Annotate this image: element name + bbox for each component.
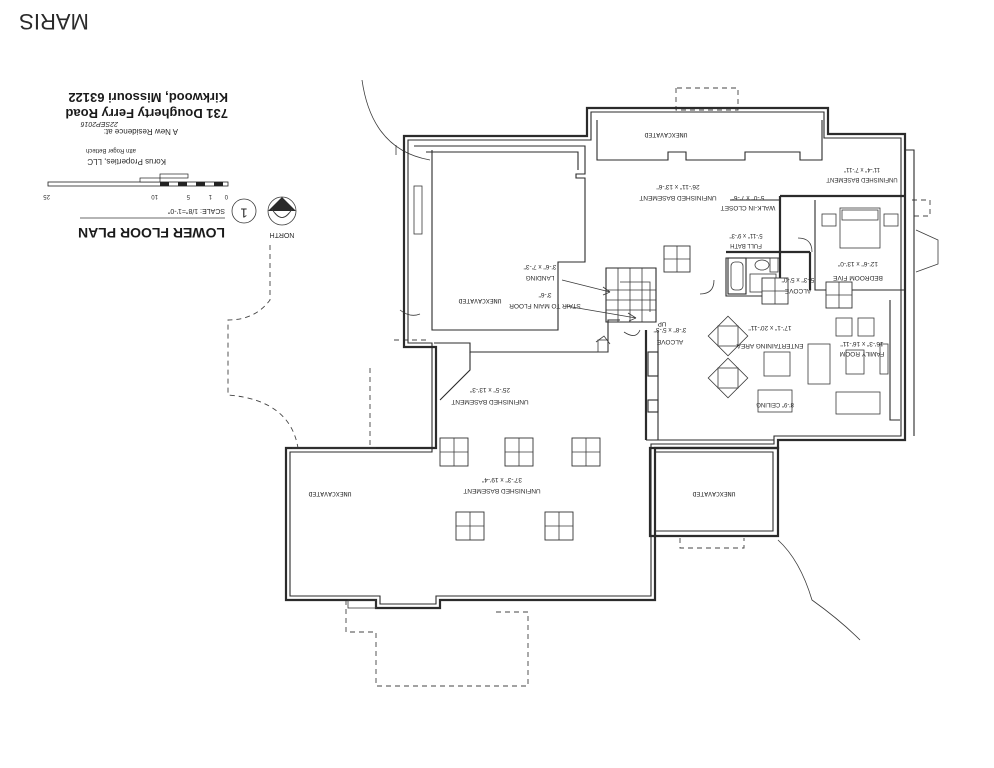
label-unfinished-basement-nw-dim: 26'-11" x 13'-6" [656,183,700,190]
address-line-2: Kirkwood, Missouri 63122 [68,90,228,105]
label-up: UP [657,320,666,327]
site-dashed-lines [227,79,939,687]
plan-scale: SCALE: 1/8"=1'-0" [167,207,225,214]
label-stair: STAIR TO MAIN FLOOR [509,302,581,309]
column-post [504,437,534,467]
column-grid [439,245,853,541]
column-post [663,245,691,273]
label-unexcavated-sw: UNEXCAVATED [308,490,351,498]
scale-tick-5: 5 [186,193,190,199]
label-unfinished-basement-mid: UNFINISHED BASEMENT [451,398,528,405]
plan-title: LOWER FLOOR PLAN [78,225,225,241]
label-entertaining-dim: 17'-1" x 20'-11" [748,324,792,331]
label-unfinished-basement-corner: UNFINISHED BASEMENT [826,176,898,182]
label-full-bath-dim: 5'-11" x 9'-3" [729,232,762,238]
label-full-bath: FULL BATH [730,242,762,248]
label-unfinished-basement-mid-dim: 25'-5" x 13'-3" [469,386,510,393]
label-unexcavated-west: UNEXCAVATED [458,297,501,305]
scale-tick-25: 25 [43,193,50,199]
label-landing-dim: 3'-6" x 7'-3" [523,263,556,270]
bathtub-icon [727,257,747,295]
game-table-icon-2 [707,357,749,399]
bar-stool-icon [763,351,791,377]
address-line-1: 731 Dougherty Ferry Road [65,106,228,121]
scale-tick-1: 1 [208,193,212,199]
label-alcove-a: ALCOVE [784,287,811,294]
room-labels: UNEXCAVATED UNFINISHED BASEMENT 26'-11" … [308,131,897,498]
label-entertaining: ENTERTAINING AREA [736,342,804,349]
label-alcove-a-dim: 5'-3" x 5'-0" [781,276,814,283]
north-arrow-icon [267,196,297,226]
label-landing: LANDING [526,274,555,281]
ceiling-label-box [757,389,793,413]
column-post [571,437,601,467]
label-alcove-b: ALCOVE [656,338,683,345]
label-ceiling: 8'-9" CEILING [756,401,794,407]
residence-line: A New Residence at: [104,127,178,136]
label-unexcavated-top: UNEXCAVATED [644,131,687,139]
game-table-icon [707,315,749,357]
client-name: Korus Properties, LLC [87,157,166,166]
label-unfinished-basement-corner-dim: 11'-4" x 7'-11" [844,166,880,172]
label-unfinished-basement-main-dim: 37'-3" x 19'-4" [481,476,522,483]
tv-icon [879,343,889,375]
column-post [761,277,789,305]
bed-icon [821,207,899,249]
leader-arrows [561,279,637,322]
graphic-scale-bar [47,173,229,187]
scale-tick-10: 10 [151,193,158,199]
label-unfinished-basement-nw: UNFINISHED BASEMENT [639,194,716,201]
toilet-icon [754,257,779,273]
fixtures [292,185,899,609]
label-unfinished-basement-main: UNFINISHED BASEMENT [463,487,540,494]
ottoman-icon [835,317,853,337]
label-walk-in-closet: WALK-IN CLOSET [721,204,776,211]
title-block: NORTH 1 LOWER FLOOR PLAN SCALE: 1/8"=1'-… [43,90,297,241]
column-post [544,511,574,541]
watermark: MARIS [19,9,89,34]
label-family-room-dim: 16'-3" x 16'-11" [840,340,884,347]
chair-icon [807,343,831,385]
label-stair-dim: 3'-6" [538,291,552,298]
north-label: NORTH [270,231,295,238]
sheet-number-bubble [231,198,257,224]
sofa-icon [835,391,881,415]
coffee-table-icon [845,349,865,375]
exterior-walls [284,106,915,610]
column-post [439,437,469,467]
label-bedroom-dim: 12'-6" x 13'-0" [837,260,878,267]
plan-date: 22SEP2016 [81,120,119,127]
client-attn: attn Roger Bettech [86,147,136,153]
scale-tick-0: 0 [224,193,228,199]
label-bedroom: BEDROOM FIVE [832,274,883,281]
label-family-room: FAMILY ROOM [840,350,885,357]
sheet-number: 1 [240,206,247,221]
label-walk-in-closet-dim: 5'-0" x 7'-6" [731,194,764,201]
column-post [825,281,853,309]
column-post [455,511,485,541]
label-alcove-b-dim: 3'-8" x 5'-3" [653,326,686,333]
label-unexcavated-se: UNEXCAVATED [692,490,735,498]
